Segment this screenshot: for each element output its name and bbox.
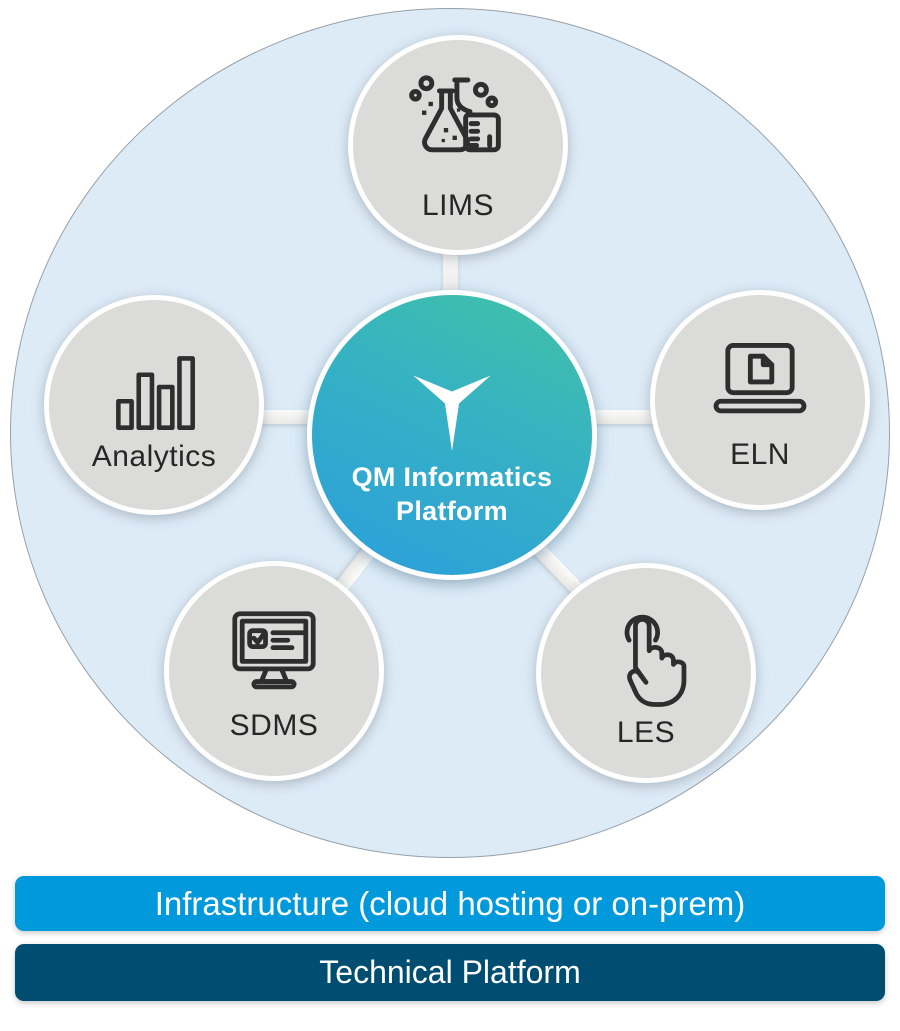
- node-les: LES: [536, 563, 756, 783]
- node-label-les: LES: [616, 716, 676, 749]
- node-label-analytics: Analytics: [91, 440, 217, 473]
- infrastructure-bar: Infrastructure (cloud hosting or on-prem…: [15, 876, 885, 931]
- monitor-checklist-icon: [232, 611, 316, 690]
- connector-hub-analytics: [246, 410, 320, 424]
- laptop-document-icon: [713, 343, 807, 414]
- node-eln: ELN: [650, 290, 870, 510]
- node-sdms: SDMS: [164, 561, 384, 781]
- node-label-eln: ELN: [730, 438, 790, 471]
- node-label-sdms: SDMS: [229, 709, 319, 742]
- touch-gesture-icon: [624, 614, 687, 707]
- hub-title: QM Informatics Platform: [351, 462, 553, 526]
- node-label-lims: LIMS: [421, 189, 495, 222]
- bar-chart-icon: [116, 356, 195, 430]
- technical-platform-bar: Technical Platform: [15, 944, 885, 1001]
- connector-hub-eln: [582, 410, 656, 424]
- lab-flasks-icon: [409, 75, 501, 153]
- connector-hub-lims: [443, 243, 458, 305]
- technical-platform-bar-label: Technical Platform: [319, 954, 581, 990]
- tri-star-logo-icon: [413, 375, 491, 452]
- infrastructure-bar-label: Infrastructure (cloud hosting or on-prem…: [154, 884, 746, 922]
- hub-circle: QM Informatics Platform: [307, 290, 597, 580]
- node-lims: LIMS: [348, 35, 568, 255]
- node-analytics: Analytics: [44, 295, 264, 515]
